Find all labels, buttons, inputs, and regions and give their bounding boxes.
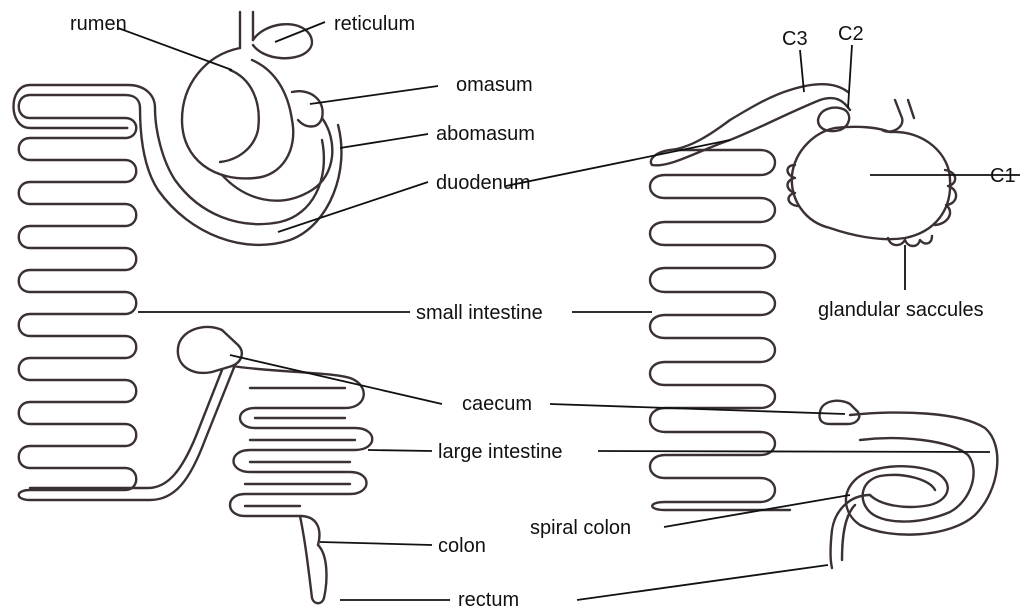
label-abomasum: abomasum [436, 123, 535, 145]
small-intestine-coils-right [650, 150, 790, 510]
label-c3: C3 [782, 28, 808, 50]
colon-rectum-outline [300, 516, 326, 603]
spiral-colon-outline [846, 413, 997, 535]
label-small-intestine: small intestine [416, 302, 543, 324]
c1-outline [792, 127, 950, 239]
duodenum-outline [140, 108, 341, 245]
small-intestine-inner-wall [14, 85, 223, 488]
label-colon: colon [438, 535, 486, 557]
label-rectum: rectum [458, 589, 519, 610]
label-reticulum: reticulum [334, 13, 415, 35]
small-intestine-coils [19, 95, 235, 500]
camelid-digestive-tract [650, 84, 997, 568]
label-c1: C1 [990, 165, 1016, 187]
ruminant-digestive-tract [14, 12, 373, 603]
label-duodenum: duodenum [436, 172, 531, 194]
label-omasum: omasum [456, 74, 533, 96]
label-c2: C2 [838, 23, 864, 45]
reticulum-outline [253, 24, 312, 58]
oesophagus-right [882, 100, 914, 132]
inner-fold [220, 70, 259, 162]
label-caecum: caecum [462, 393, 532, 415]
label-rumen: rumen [70, 13, 127, 35]
caecum-outline-right [819, 401, 859, 424]
label-large-intestine: large intestine [438, 441, 563, 463]
c1-saccules-right [935, 170, 956, 225]
label-glandular-saccules: glandular saccules [818, 299, 984, 321]
oesophagus-left [240, 12, 253, 48]
rumen-outline [182, 48, 293, 178]
abomasum-outline [222, 118, 332, 201]
label-spiral-colon: spiral colon [530, 517, 631, 539]
omasum-outline [292, 91, 323, 126]
